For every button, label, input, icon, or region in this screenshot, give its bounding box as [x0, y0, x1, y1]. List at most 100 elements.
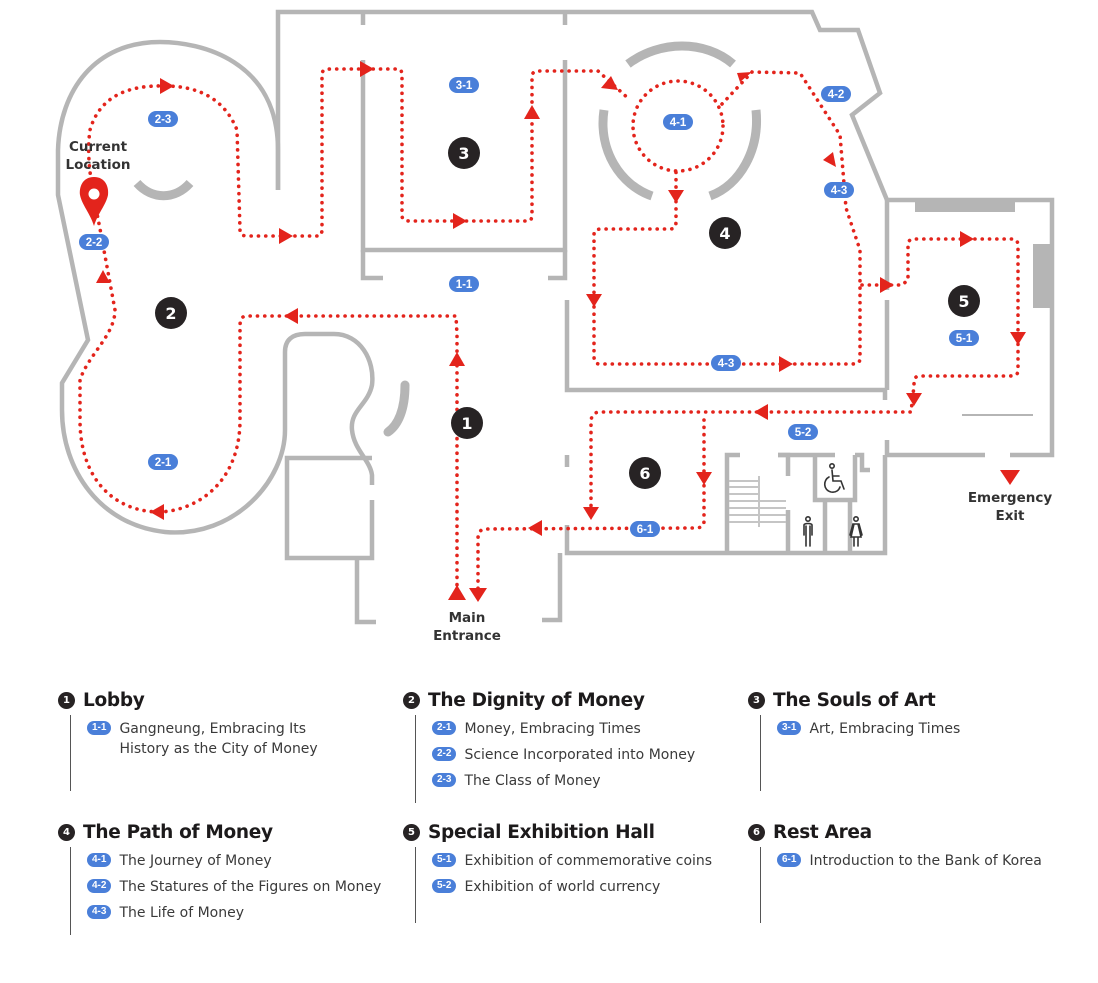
zone-marker-2[interactable]: 2	[155, 297, 187, 329]
emergency-exit-label-line2: Exit	[995, 508, 1025, 524]
item-label: The Statures of the Figures on Money	[119, 879, 382, 895]
item-tag: 1-1	[87, 721, 112, 735]
route-path-zone4	[592, 70, 862, 366]
arrow-down-zone4-left	[586, 294, 602, 307]
zone2-arc-display	[133, 179, 194, 201]
legend-section-dignity-of-money: 2 The Dignity of Money 2-1 Money, Embrac…	[403, 685, 748, 803]
zone-marker-5[interactable]: 5	[948, 285, 980, 317]
tag-4-3-lower[interactable]: 4-3	[711, 355, 741, 371]
item-label: Introduction to the Bank of Korea	[809, 853, 1042, 869]
legend-section-rest-area: 6 Rest Area 6-1 Introduction to the Bank…	[748, 817, 1078, 935]
section-title: Lobby	[83, 689, 145, 711]
zone4-ring-top	[625, 41, 736, 68]
arrow-right-zone2-top	[160, 78, 174, 94]
current-location-label: Current	[69, 139, 128, 155]
zone5-display-top	[915, 198, 1015, 212]
svg-text:1-1: 1-1	[456, 279, 473, 291]
section-title: Rest Area	[773, 821, 872, 843]
restroom-walls	[778, 452, 870, 553]
arrow-right-zone2-exit	[279, 228, 293, 244]
zone4-ring-left	[598, 109, 654, 201]
section-items: 6-1 Introduction to the Bank of Korea	[760, 847, 1078, 923]
tag-6-1[interactable]: 6-1	[630, 521, 660, 537]
main-entrance-label: Main	[449, 610, 486, 626]
exhibit-tags: 2-3 2-2 2-1 3-1 1-1 4-1 4-2 4-3 4-3 5-1 …	[79, 77, 979, 537]
legend-item[interactable]: 2-3 The Class of Money	[432, 771, 748, 791]
tag-1-1[interactable]: 1-1	[449, 276, 479, 292]
item-tag: 4-1	[87, 853, 112, 867]
legend-item[interactable]: 4-3 The Life of Money	[87, 903, 403, 923]
legend-item[interactable]: 2-2 Science Incorporated into Money	[432, 745, 748, 765]
section-number-badge: 1	[58, 691, 75, 709]
legend-section-header: 1 Lobby	[58, 685, 403, 715]
item-tag: 2-3	[432, 773, 457, 787]
legend-item[interactable]: 2-1 Money, Embracing Times	[432, 719, 748, 739]
svg-text:6-1: 6-1	[637, 524, 654, 536]
tag-3-1[interactable]: 3-1	[449, 77, 479, 93]
zone-marker-6[interactable]: 6	[629, 457, 661, 489]
item-tag: 2-1	[432, 721, 457, 735]
svg-text:4-3: 4-3	[718, 358, 735, 370]
legend-item[interactable]: 3-1 Art, Embracing Times	[777, 719, 1078, 739]
legend-item[interactable]: 4-2 The Statures of the Figures on Money	[87, 877, 403, 897]
legend-section-header: 2 The Dignity of Money	[403, 685, 748, 715]
item-label: Gangneung, Embracing Its History as the …	[119, 721, 318, 757]
legend-item[interactable]: 5-1 Exhibition of commemorative coins	[432, 851, 748, 871]
female-restroom-icon	[849, 515, 863, 547]
tag-5-2[interactable]: 5-2	[788, 424, 818, 440]
zone1-upper-walls	[360, 250, 568, 281]
tag-4-3-upper[interactable]: 4-3	[824, 182, 854, 198]
arrow-left-lobby	[284, 308, 298, 324]
zone4-ring-right	[708, 109, 762, 201]
stair-room	[724, 452, 791, 553]
section-title: The Path of Money	[83, 821, 273, 843]
male-restroom-icon	[803, 515, 813, 547]
tag-5-1[interactable]: 5-1	[949, 330, 979, 346]
svg-text:2-3: 2-3	[155, 114, 172, 126]
svg-text:5-2: 5-2	[795, 427, 812, 439]
legend-section-souls-of-art: 3 The Souls of Art 3-1 Art, Embracing Ti…	[748, 685, 1078, 803]
zone-marker-1[interactable]: 1	[451, 407, 483, 439]
arrow-down-exit	[469, 588, 487, 602]
tag-4-2[interactable]: 4-2	[821, 86, 851, 102]
tag-4-1[interactable]: 4-1	[663, 114, 693, 130]
item-label: The Class of Money	[464, 773, 601, 789]
legend-item[interactable]: 6-1 Introduction to the Bank of Korea	[777, 851, 1078, 871]
tag-2-1[interactable]: 2-1	[148, 454, 178, 470]
svg-text:2-1: 2-1	[155, 457, 172, 469]
zone-marker-4[interactable]: 4	[709, 217, 741, 249]
emergency-exit-label: Emergency	[968, 490, 1053, 506]
legend-item[interactable]: 1-1 Gangneung, Embracing Its History as …	[87, 719, 403, 759]
tag-2-2[interactable]: 2-2	[79, 234, 109, 250]
arrow-right-4-3	[779, 356, 793, 372]
svg-text:4: 4	[719, 224, 730, 243]
arrow-up-zone3	[524, 105, 540, 119]
route-path-zone6	[476, 418, 706, 592]
svg-text:2: 2	[165, 304, 176, 323]
section-items: 5-1 Exhibition of commemorative coins 5-…	[415, 847, 748, 923]
arrow-up-zone2	[96, 270, 110, 283]
arrow-into-4-1	[601, 76, 618, 90]
floor-map: 1 2 3 4 5 6 2-3 2-2 2-1 3-1 1-1 4-1 4-2 …	[55, 9, 1055, 644]
arrow-up-entrance	[448, 585, 466, 600]
svg-text:4-3: 4-3	[831, 185, 848, 197]
legend-section-header: 3 The Souls of Art	[748, 685, 1078, 715]
legend-item[interactable]: 4-1 The Journey of Money	[87, 851, 403, 871]
section-number-badge: 2	[403, 691, 420, 709]
svg-text:5-1: 5-1	[956, 333, 973, 345]
lobby-left-room	[284, 455, 376, 625]
legend-section-header: 5 Special Exhibition Hall	[403, 817, 748, 847]
arrow-left-zone2	[150, 504, 164, 520]
tag-2-3[interactable]: 2-3	[148, 111, 178, 127]
legend-item[interactable]: 5-2 Exhibition of world currency	[432, 877, 748, 897]
item-label: Exhibition of world currency	[464, 879, 661, 895]
item-label: Money, Embracing Times	[464, 721, 641, 737]
walls	[55, 9, 1055, 625]
arrow-down-4-1	[668, 190, 684, 203]
zone-marker-3[interactable]: 3	[448, 137, 480, 169]
section-title: The Dignity of Money	[428, 689, 645, 711]
section-number-badge: 4	[58, 823, 75, 841]
item-tag: 5-1	[432, 853, 457, 867]
item-tag: 3-1	[777, 721, 802, 735]
svg-text:5: 5	[958, 292, 969, 311]
